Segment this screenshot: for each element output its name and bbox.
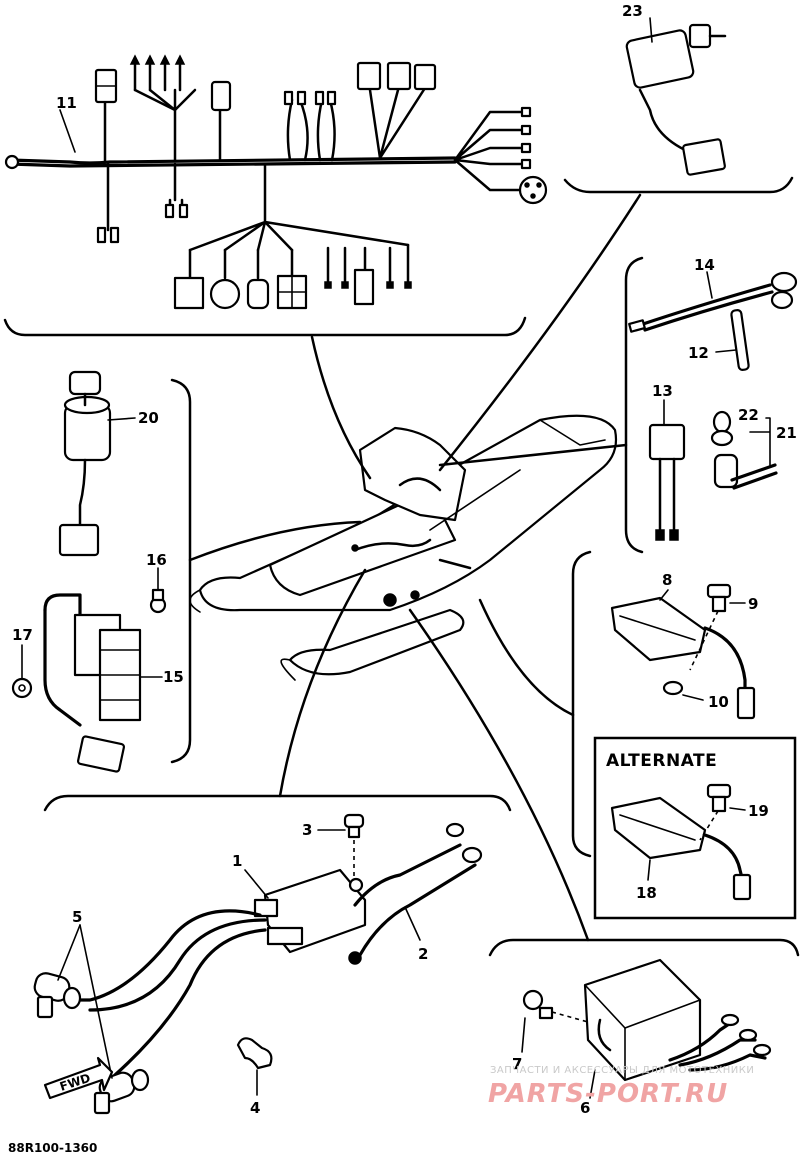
alternate-label: ALTERNATE	[606, 751, 717, 771]
callout-21: 21	[776, 424, 797, 442]
callout-16: 16	[146, 551, 167, 569]
callout-14: 14	[694, 256, 715, 274]
rectifier-regulator[interactable]	[610, 589, 756, 720]
callout-5-leaders	[57, 924, 113, 1079]
relay-assembly[interactable]	[43, 593, 163, 773]
main-switch-key[interactable]	[58, 370, 136, 557]
main-switch[interactable]	[625, 17, 727, 176]
callout-12: 12	[688, 344, 709, 362]
callout-1: 1	[232, 852, 242, 870]
clamp-4[interactable]	[236, 1037, 273, 1096]
watermark-line1: ЗАПЧАСТИ И АКСЕССУАРЫ ДЛЯ МОТОТЕХНИКИ	[490, 1065, 754, 1076]
callout-7: 7	[512, 1055, 522, 1073]
group-bracket-main-switch	[563, 176, 794, 194]
leader-lines	[188, 193, 642, 942]
group-bracket-cdi	[488, 938, 800, 957]
group-bracket-left	[170, 378, 192, 764]
group-bracket-wire-harness	[3, 316, 527, 337]
lead-wire-2[interactable]	[348, 822, 483, 965]
group-bracket-right-upper	[624, 256, 644, 554]
callout-8: 8	[662, 571, 672, 589]
plug-cap-lower[interactable]	[93, 1068, 150, 1115]
high-tension-cords[interactable]	[63, 909, 267, 1082]
lead-wire[interactable]	[628, 271, 798, 333]
callout-6: 6	[580, 1099, 590, 1117]
callout-11: 11	[56, 94, 77, 112]
callout-4: 4	[250, 1099, 260, 1117]
clamp-band[interactable]	[715, 309, 750, 371]
bolt-7[interactable]	[521, 989, 589, 1053]
callout-23: 23	[622, 2, 643, 20]
diagram-code: 88R100-1360	[8, 1141, 97, 1155]
callout-13: 13	[652, 382, 673, 400]
cdi-unit[interactable]	[583, 958, 772, 1099]
watermark-line2: PARTS-PORT.RU	[488, 1079, 728, 1109]
callout-2: 2	[418, 945, 428, 963]
watermark: ЗАПЧАСТИ И АКСЕССУАРЫ ДЛЯ МОТОТЕХНИКИ PA…	[488, 1065, 754, 1109]
callout-15: 15	[163, 668, 184, 686]
callout-19: 19	[748, 802, 769, 820]
alternate-box: ALTERNATE	[593, 736, 797, 920]
plug-cap-upper[interactable]	[32, 971, 82, 1019]
washer-10[interactable]	[662, 680, 704, 701]
wire-harness[interactable]	[4, 54, 548, 310]
bulb[interactable]	[710, 410, 734, 447]
socket-cord[interactable]	[713, 417, 778, 490]
ignition-coil[interactable]	[244, 868, 367, 954]
group-bracket-right-middle	[571, 550, 592, 858]
bolt-3[interactable]	[317, 813, 365, 893]
callout-22: 22	[738, 406, 759, 424]
callout-20: 20	[138, 409, 159, 427]
relay[interactable]	[648, 399, 686, 541]
callout-18: 18	[636, 884, 657, 902]
callout-17: 17	[12, 626, 33, 644]
nut[interactable]	[11, 644, 33, 699]
screw[interactable]	[149, 567, 167, 614]
callout-5: 5	[72, 908, 82, 926]
callout-10: 10	[708, 693, 729, 711]
snowmobile-chassis	[189, 414, 618, 681]
callout-3: 3	[302, 821, 312, 839]
group-bracket-ignition-coil	[43, 794, 512, 812]
bolt-9[interactable]	[689, 583, 746, 671]
callout-9: 9	[748, 595, 758, 613]
